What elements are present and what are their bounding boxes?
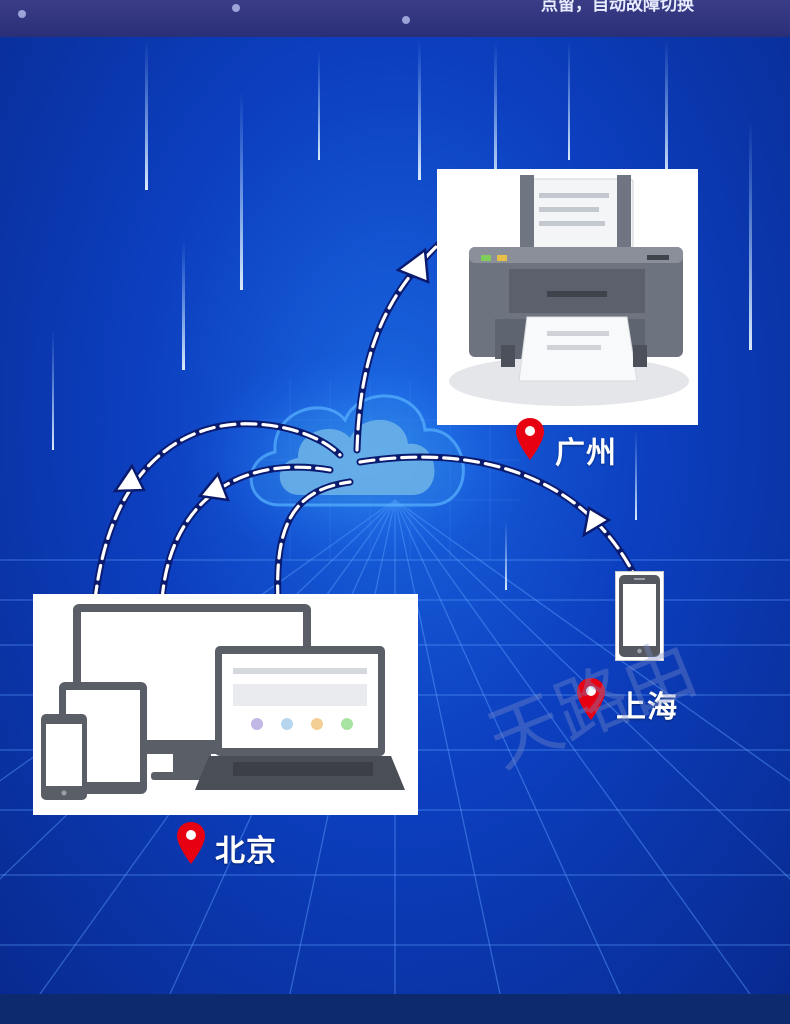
location-pin-icon (516, 418, 544, 460)
light-streaks (52, 40, 752, 590)
printer-panel (437, 169, 698, 425)
devices-icon (41, 604, 405, 800)
city-label-shanghai: 上海 (616, 690, 678, 725)
city-label-guangzhou: 广州 (555, 436, 617, 471)
arrow-head-icon (197, 471, 230, 502)
sparkle (402, 16, 410, 24)
arrow-head-icon (582, 506, 612, 538)
top-banner: 点留，自动故障切换 (0, 0, 790, 37)
arrow-head-icon (395, 247, 430, 284)
phone-panel (615, 571, 664, 661)
arrow-head-icon (112, 463, 146, 493)
location-pin-icon (577, 678, 605, 720)
devices-panel (33, 594, 418, 815)
sparkle (232, 4, 240, 12)
arrow-heads (112, 247, 612, 538)
location-pin-icon (177, 822, 205, 864)
header-text: 点留，自动故障切换 (541, 0, 694, 15)
sparkle (18, 10, 26, 18)
city-label-beijing: 北京 (215, 834, 277, 869)
phone-icon (619, 575, 660, 657)
bottom-band (0, 994, 790, 1024)
printer-icon (449, 175, 689, 406)
